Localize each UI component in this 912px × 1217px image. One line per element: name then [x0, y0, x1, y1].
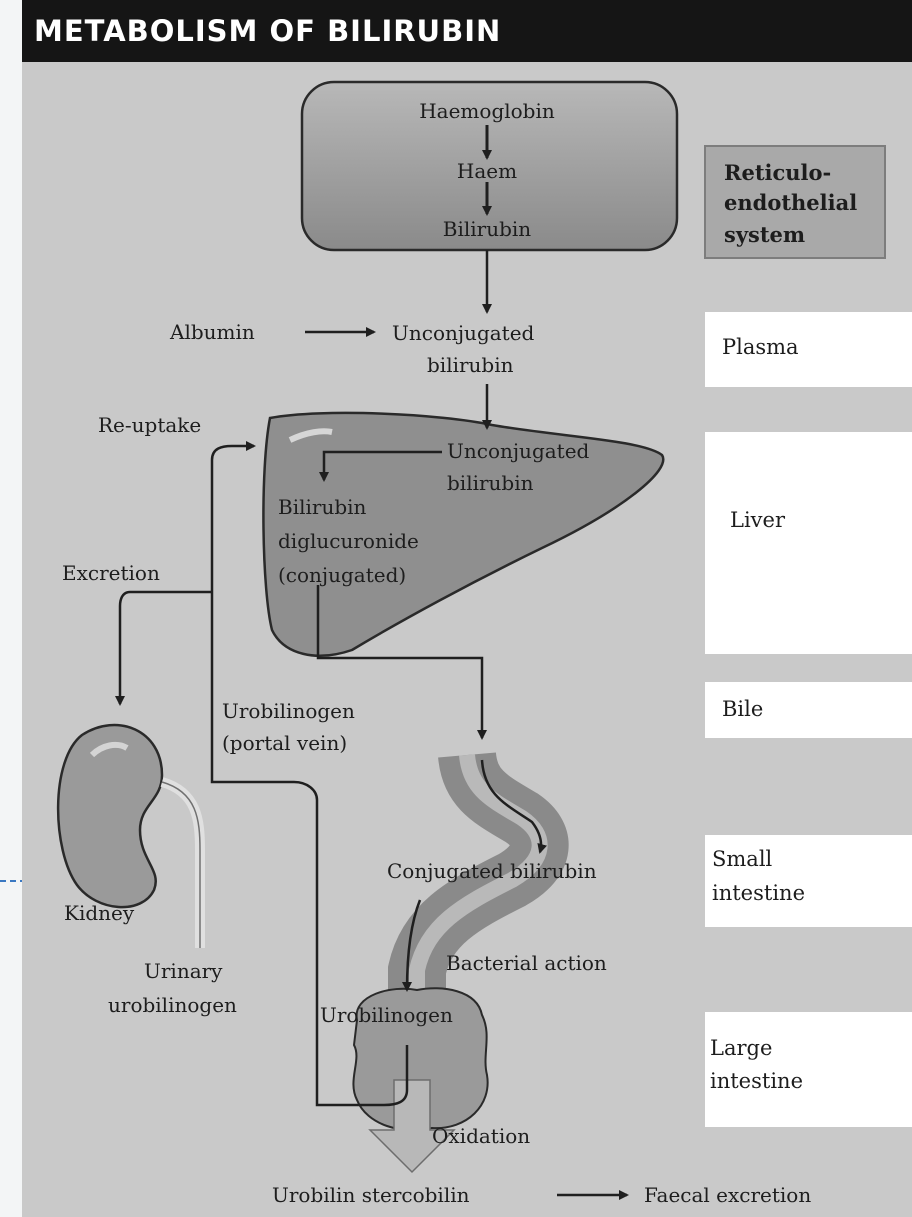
diglucuronide-1: Bilirubin: [278, 495, 367, 519]
liver-unconj-2: bilirubin: [447, 471, 534, 495]
plasma-unconj-1: Unconjugated: [392, 321, 535, 345]
albumin-label: Albumin: [169, 320, 255, 344]
urinary-label-2: urobilinogen: [108, 993, 237, 1017]
urobilinogen-portal-1: Urobilinogen: [222, 699, 355, 723]
small-intestine-label-1: Small: [712, 847, 773, 871]
large-intestine-label-2: intestine: [710, 1069, 803, 1093]
urinary-label-1: Urinary: [144, 959, 223, 983]
kidney-shape: [58, 725, 162, 907]
liver-unconj-1: Unconjugated: [447, 439, 590, 463]
haemoglobin-label: Haemoglobin: [419, 99, 555, 123]
large-intestine-label-1: Large: [710, 1036, 772, 1060]
excretion-label: Excretion: [62, 561, 160, 585]
haem-label: Haem: [457, 159, 517, 183]
reuptake-label: Re-uptake: [98, 413, 201, 437]
liver-band: [705, 432, 912, 654]
ureter: [162, 782, 200, 948]
reticulo-label-3: system: [724, 222, 805, 247]
urobilin-stercobilin-label: Urobilin stercobilin: [272, 1183, 470, 1207]
liver-side-label: Liver: [730, 508, 786, 532]
diglucuronide-2: diglucuronide: [278, 529, 419, 553]
bilirubin-diagram-figure: METABOLISM OF BILIRUBIN: [22, 0, 912, 1217]
arrow-excretion-kidney: [120, 592, 212, 704]
small-intestine-label-2: intestine: [712, 881, 805, 905]
bacterial-action-label: Bacterial action: [446, 951, 607, 975]
kidney-label: Kidney: [64, 901, 135, 925]
conjugated-bilirubin-label: Conjugated bilirubin: [387, 859, 597, 883]
plasma-unconj-2: bilirubin: [427, 353, 514, 377]
slide-margin: [0, 0, 22, 1217]
plasma-side-label: Plasma: [722, 335, 799, 359]
diagram-canvas: Haemoglobin Haem Bilirubin Reticulo- end…: [22, 0, 912, 1217]
urobilinogen-portal-2: (portal vein): [222, 731, 347, 755]
diglucuronide-3: (conjugated): [278, 563, 406, 587]
bile-side-label: Bile: [722, 697, 763, 721]
urobilinogen-label: Urobilinogen: [320, 1003, 453, 1027]
reticulo-label-2: endothelial: [724, 190, 857, 215]
oxidation-label: Oxidation: [432, 1124, 530, 1148]
reticulo-label-1: Reticulo-: [724, 160, 831, 185]
faecal-excretion-label: Faecal excretion: [644, 1183, 811, 1207]
bilirubin-label: Bilirubin: [443, 217, 532, 241]
